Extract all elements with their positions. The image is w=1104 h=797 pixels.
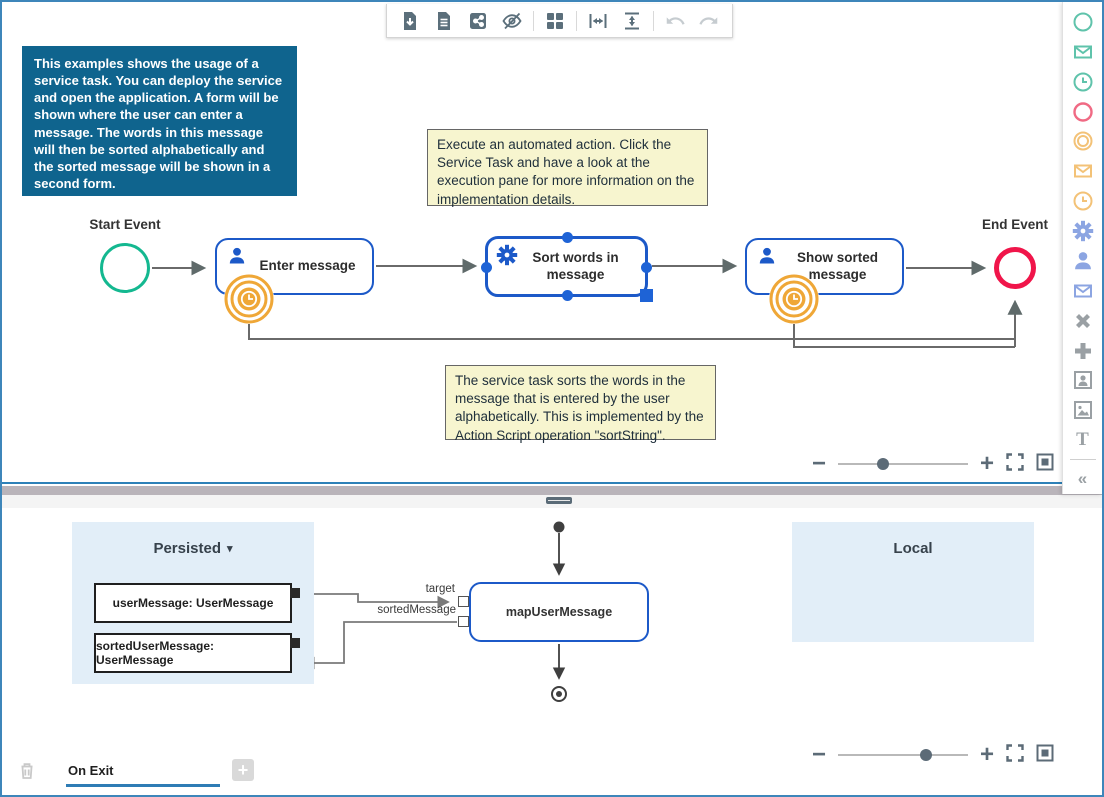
target-connection-label: target (425, 583, 455, 595)
zoom-in-button[interactable]: + (979, 450, 994, 477)
gateway-x-icon[interactable] (1066, 306, 1100, 336)
canvas-toolbar (386, 4, 733, 38)
zoom-in-button[interactable]: + (979, 741, 994, 768)
intermediate-event-icon[interactable] (1066, 127, 1100, 157)
process-canvas[interactable]: This examples shows the usage of a servi… (2, 2, 1102, 484)
variable-user-message[interactable]: userMessage: UserMessage (94, 583, 292, 623)
final-state-dot (556, 691, 562, 697)
start-event-icon[interactable] (1066, 7, 1100, 37)
task-sort-words[interactable]: Sort words in message (481, 232, 653, 302)
zoom-out-button[interactable]: − (811, 450, 826, 477)
message-intermediate-event-icon[interactable] (1066, 156, 1100, 186)
collapse-palette-button[interactable]: « (1077, 469, 1088, 489)
task-label: Sort words in message (532, 250, 619, 282)
text-icon[interactable]: T (1076, 429, 1089, 451)
persisted-pool-title: Persisted (153, 540, 221, 557)
center-focus-icon[interactable] (1036, 453, 1054, 476)
panel-splitter[interactable] (2, 486, 1102, 508)
service-task-icon[interactable] (1066, 216, 1100, 246)
palette-divider (1069, 459, 1096, 461)
sorted-message-out-port[interactable] (458, 616, 469, 627)
toolbar-separator (533, 10, 534, 31)
end-event-label: End Event (981, 217, 1048, 232)
hide-decorators-icon[interactable] (497, 7, 527, 35)
zoom-slider[interactable] (837, 749, 968, 761)
zoom-out-button[interactable]: − (811, 741, 826, 768)
data-mapping-panel[interactable]: Persisted ▾ userMessage: UserMessage sor… (2, 508, 1102, 795)
initial-state-dot[interactable] (553, 521, 565, 533)
target-in-port[interactable] (458, 596, 469, 607)
zoom-slider-thumb[interactable] (876, 458, 889, 470)
note-sort-implementation[interactable]: The service task sorts the words in the … (445, 365, 716, 443)
selection-handle-right[interactable] (641, 261, 652, 273)
user-task-icon (227, 246, 247, 269)
local-pool-title: Local (893, 540, 933, 557)
image-icon[interactable] (1066, 395, 1100, 425)
description-annotation: This examples shows the usage of a servi… (22, 46, 297, 196)
end-event-icon[interactable] (1066, 97, 1100, 127)
distribute-horizontal-icon[interactable] (583, 7, 613, 35)
boundary-timer-event-1[interactable] (223, 273, 275, 325)
task-label: Show sorted message (796, 250, 878, 282)
download-document-icon[interactable] (395, 7, 425, 35)
zoom-slider-thumb[interactable] (919, 749, 932, 761)
map-user-message-node[interactable]: mapUserMessage (469, 582, 649, 642)
toolbar-separator (653, 10, 654, 31)
canvas-zoom-controls: − + (812, 452, 1054, 476)
persisted-dropdown-caret[interactable]: ▾ (227, 543, 233, 555)
flow-timer1-escalation[interactable] (248, 324, 1015, 340)
mapping-tab-bar: On Exit + (2, 757, 1102, 791)
document-icon[interactable] (429, 7, 459, 35)
start-event-node[interactable] (100, 243, 150, 293)
final-state-circle[interactable] (551, 686, 567, 702)
splitter-drag-handle[interactable] (546, 497, 572, 504)
target-mapping-line[interactable] (302, 593, 450, 609)
selection-handle-bottom[interactable] (561, 290, 573, 301)
tab-on-exit[interactable]: On Exit (66, 757, 220, 787)
timer-start-event-icon[interactable] (1066, 67, 1100, 97)
element-palette: T « (1062, 2, 1102, 494)
add-tab-button[interactable]: + (232, 759, 254, 781)
task-show-sorted-message[interactable]: Show sorted message (745, 238, 904, 295)
toolbar-separator (576, 10, 577, 31)
user-task-icon (757, 246, 777, 269)
gateway-plus-icon[interactable] (1066, 336, 1100, 366)
distribute-vertical-icon[interactable] (617, 7, 647, 35)
flow-timer2-escalation[interactable] (793, 324, 1015, 348)
resize-handle-corner[interactable] (640, 289, 653, 302)
timer-intermediate-event-icon[interactable] (1066, 186, 1100, 216)
boundary-timer-event-2[interactable] (768, 273, 820, 325)
fit-screen-icon[interactable] (1006, 743, 1024, 767)
selection-handle-left[interactable] (481, 261, 492, 273)
note-service-task[interactable]: Execute an automated action. Click the S… (427, 129, 708, 207)
sorted-message-mapping-line[interactable] (302, 621, 457, 670)
task-label: Enter message (259, 258, 356, 274)
splitter-bar[interactable] (2, 486, 1102, 495)
grid-layout-icon[interactable] (540, 7, 570, 35)
end-event-node[interactable] (994, 247, 1036, 289)
mapping-zoom-controls: − + (812, 743, 1054, 767)
fit-screen-icon[interactable] (1006, 452, 1024, 476)
user-dialog-icon[interactable] (1066, 366, 1100, 396)
redo-icon[interactable] (694, 7, 724, 35)
service-task-gear-icon (495, 243, 519, 270)
sorted-message-connection-label: sortedMessage (377, 604, 456, 616)
share-icon[interactable] (463, 7, 493, 35)
local-pool: Local (792, 522, 1034, 642)
message-start-event-icon[interactable] (1066, 37, 1100, 67)
user-message-out-port[interactable] (290, 588, 300, 598)
delete-tab-icon[interactable] (18, 761, 36, 786)
selection-handle-top[interactable] (561, 232, 573, 243)
variable-sorted-user-message[interactable]: sortedUserMessage: UserMessage (94, 633, 292, 673)
center-focus-icon[interactable] (1036, 744, 1054, 767)
user-task-icon[interactable] (1066, 246, 1100, 276)
undo-icon[interactable] (660, 7, 690, 35)
email-activity-icon[interactable] (1066, 276, 1100, 306)
zoom-slider[interactable] (837, 458, 968, 470)
start-event-label: Start Event (89, 217, 161, 232)
sorted-user-message-port[interactable] (290, 638, 300, 648)
